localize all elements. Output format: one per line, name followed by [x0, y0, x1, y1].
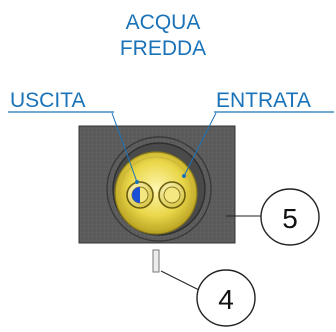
callout-4-number: 4 [218, 284, 234, 315]
outlet-leader-dot [135, 180, 139, 184]
inlet-leader-dot [182, 174, 186, 178]
outlet-port [126, 181, 154, 209]
callout-4-circle [196, 269, 256, 327]
inlet-leader-line [183, 112, 217, 177]
callout-4-leader [160, 270, 200, 291]
housing-recess-outer [106, 136, 212, 242]
inlet-label: ENTRATA [216, 89, 311, 112]
cartridge-rim [119, 156, 193, 230]
title-line-1: ACQUA [126, 11, 201, 34]
outlet-leader-line [111, 112, 138, 183]
cartridge-body [114, 151, 198, 235]
callout-5-number: 5 [282, 203, 298, 234]
inlet-port [158, 181, 186, 209]
pin [152, 249, 160, 273]
outlet-marker-icon [132, 187, 140, 203]
title-line-2: FREDDA [120, 37, 206, 60]
outlet-label: USCITA [10, 89, 85, 112]
callout-5-circle [260, 188, 320, 246]
